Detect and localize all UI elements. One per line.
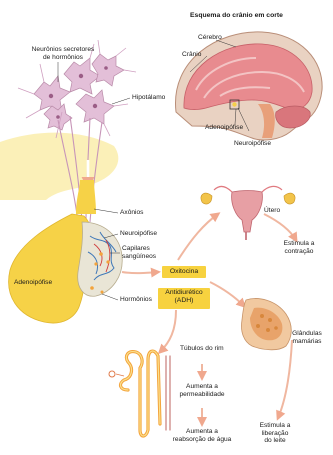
label-neuroipofise: Neuroipófise: [120, 230, 157, 238]
label-hipotalamo: Hipotálamo: [132, 94, 165, 102]
hypothalamus-region: [0, 133, 118, 200]
label-estimula-contracao-line2: contração: [272, 248, 326, 256]
label-adenoipofise: Adenoipófise: [14, 279, 52, 287]
label-cerebro: Cérebro: [198, 34, 222, 42]
label-neuronios-line1: Neurônios secretores: [18, 46, 108, 54]
label-glandulas-line2: mamárias: [284, 338, 330, 346]
label-capilares-line1: Capilares: [122, 245, 156, 253]
label-aumenta-permeabilidade: Aumenta a permeabilidade: [172, 383, 232, 398]
label-estimula-leite-line2: liberação: [250, 430, 300, 438]
label-aumenta-reab-line1: Aumenta a: [166, 428, 238, 436]
label-neuroipofise-inset: Neuroipófise: [234, 140, 271, 148]
cerebellum-shape: [276, 106, 311, 128]
uterus-drawing: [201, 186, 295, 240]
hormone-box-adh: Antidiurético (ADH): [158, 288, 210, 309]
arrow-adh-to-kidney: [160, 310, 176, 352]
label-glandulas: Glândulas mamárias: [284, 330, 330, 345]
tubule-flow-arrow: [116, 374, 124, 376]
inset-pituitary: [232, 102, 236, 106]
label-tubulos: Túbulos do rim: [180, 345, 224, 353]
hormone-box-adh-line1: Antidiurético: [158, 289, 210, 297]
label-aumenta-perm-line1: Aumenta a: [172, 383, 232, 391]
label-aumenta-reab-line2: reabsorção de água: [166, 436, 238, 444]
label-estimula-leite: Estimula a liberação do leite: [250, 422, 300, 445]
inset-title: Esquema do crânio em corte: [190, 12, 283, 20]
label-adenoipofise-inset: Adenoipófise: [205, 124, 243, 132]
arrow-uterus-effect: [264, 214, 296, 240]
secretion-arrow: [122, 272, 158, 273]
kidney-tubules-drawing: [121, 351, 170, 436]
label-aumenta-reabsorcao: Aumenta a reabsorção de água: [166, 428, 238, 443]
label-hormonios: Hormônios: [120, 296, 152, 304]
label-estimula-contracao-line1: Estimula a: [272, 240, 326, 248]
label-neuronios: Neurônios secretores de hormônios: [18, 46, 108, 61]
label-glandulas-line1: Glândulas: [284, 330, 330, 338]
posterior-pituitary: [78, 222, 123, 296]
arrow-to-uterus: [178, 214, 218, 260]
label-estimula-leite-line3: do leite: [250, 437, 300, 445]
label-estimula-contracao: Estimula a contração: [272, 240, 326, 255]
label-capilares: Capilares sangüíneos: [122, 245, 156, 260]
hormone-box-oxitocina: Oxitocina: [162, 266, 206, 278]
label-aumenta-perm-line2: permeabilidade: [172, 391, 232, 399]
arrow-to-mammary: [210, 282, 244, 306]
label-neuronios-line2: de hormônios: [18, 54, 108, 62]
neuron-cells: [34, 54, 124, 130]
label-capilares-line2: sangüíneos: [122, 253, 156, 261]
arrow-mammary-effect: [278, 340, 292, 418]
label-cranio: Crânio: [182, 51, 201, 59]
label-axonios: Axônios: [120, 209, 143, 217]
skull-section-inset: [175, 32, 322, 140]
label-estimula-leite-line1: Estimula a: [250, 422, 300, 430]
tubule-start-marker: [109, 371, 115, 377]
label-utero: Útero: [264, 207, 280, 215]
hormone-box-adh-line2: (ADH): [158, 297, 210, 305]
